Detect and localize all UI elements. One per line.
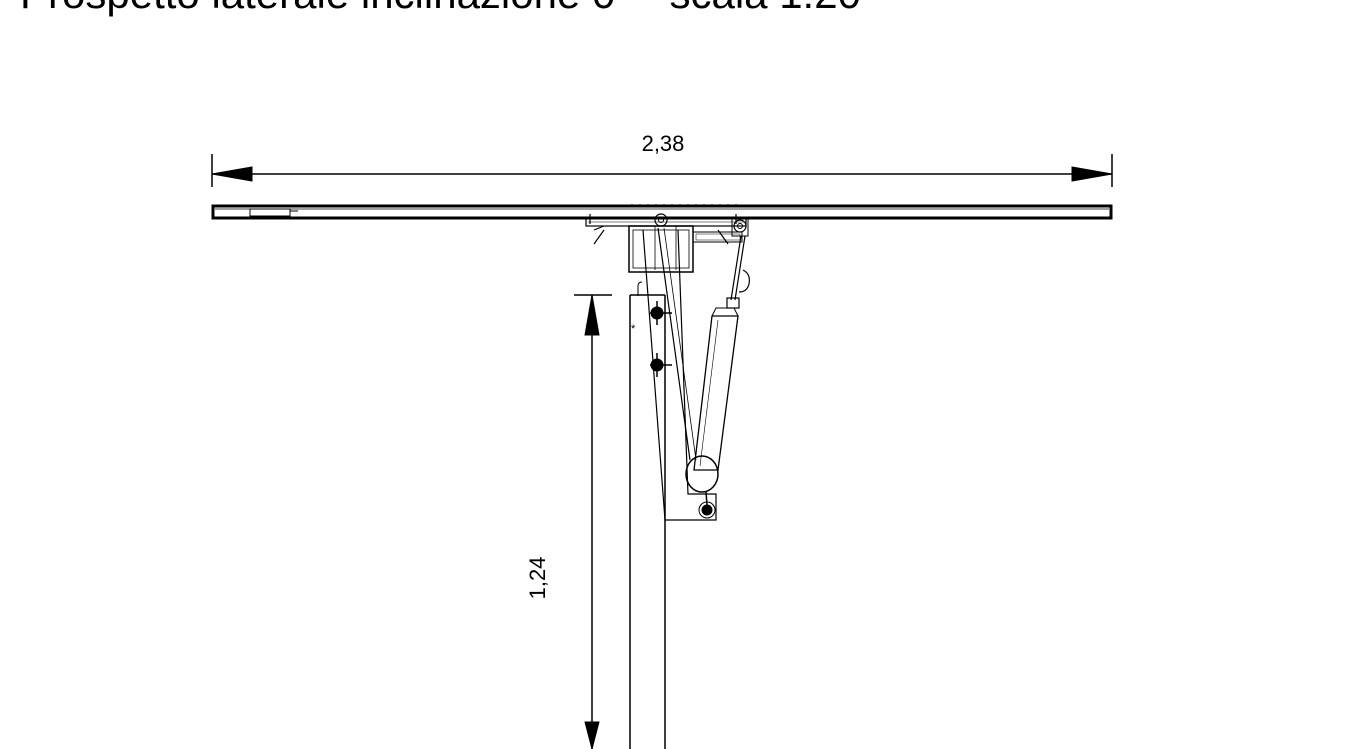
bracket-arm-hatch bbox=[695, 233, 741, 241]
drawing-title: Prospetto laterale inclinazione 0° - sca… bbox=[20, 0, 861, 18]
height-dimension-label: 1,24 bbox=[525, 557, 550, 600]
actuator-lower-pin bbox=[701, 504, 713, 516]
bolt-upper bbox=[650, 301, 672, 325]
panel-outline bbox=[211, 204, 1113, 220]
post-marker: * bbox=[631, 323, 636, 335]
actuator-lower-rod bbox=[705, 491, 708, 506]
actuator-rod-1 bbox=[730, 235, 742, 301]
actuator-cylinder bbox=[693, 315, 739, 471]
pivot-top-center bbox=[658, 217, 664, 223]
height-dim-arrow-top bbox=[584, 294, 600, 336]
width-dimension-label: 2,38 bbox=[642, 131, 685, 156]
pivot-top bbox=[654, 213, 668, 227]
actuator-lower-eye bbox=[685, 455, 719, 493]
height-dimension bbox=[574, 294, 612, 749]
actuator-cylinder-cap bbox=[711, 307, 739, 317]
tilt-arm-outline bbox=[642, 229, 717, 521]
bracket-left-clip bbox=[589, 214, 605, 245]
actuator-cylinder-inner bbox=[699, 319, 719, 467]
mounting-bracket bbox=[585, 213, 749, 273]
tilt-arm-strut bbox=[657, 227, 691, 461]
width-dimension bbox=[211, 154, 1113, 187]
solar-panel bbox=[211, 204, 1113, 220]
support-post: * bbox=[629, 281, 666, 749]
pivot-right bbox=[733, 219, 747, 233]
panel-junction-box bbox=[249, 208, 291, 217]
tilt-arm bbox=[642, 227, 717, 521]
actuator-rod-collar bbox=[726, 297, 740, 309]
linear-actuator bbox=[685, 235, 750, 519]
actuator-lower-pin-ring bbox=[698, 501, 716, 519]
width-dim-arrow-right bbox=[1071, 166, 1113, 182]
tilt-arm-strut-2 bbox=[663, 227, 697, 461]
post-hook bbox=[637, 281, 643, 296]
height-dim-arrow-bottom bbox=[584, 721, 600, 749]
pivot-bracket bbox=[731, 217, 749, 237]
pivot-right-center bbox=[737, 223, 743, 229]
panel-rail-teeth bbox=[631, 204, 737, 206]
actuator-cable bbox=[738, 269, 750, 293]
actuator-rod-2 bbox=[734, 235, 746, 301]
width-dim-arrow-left bbox=[211, 166, 253, 182]
head-block-inner bbox=[632, 229, 690, 269]
bracket-arm bbox=[693, 231, 743, 243]
